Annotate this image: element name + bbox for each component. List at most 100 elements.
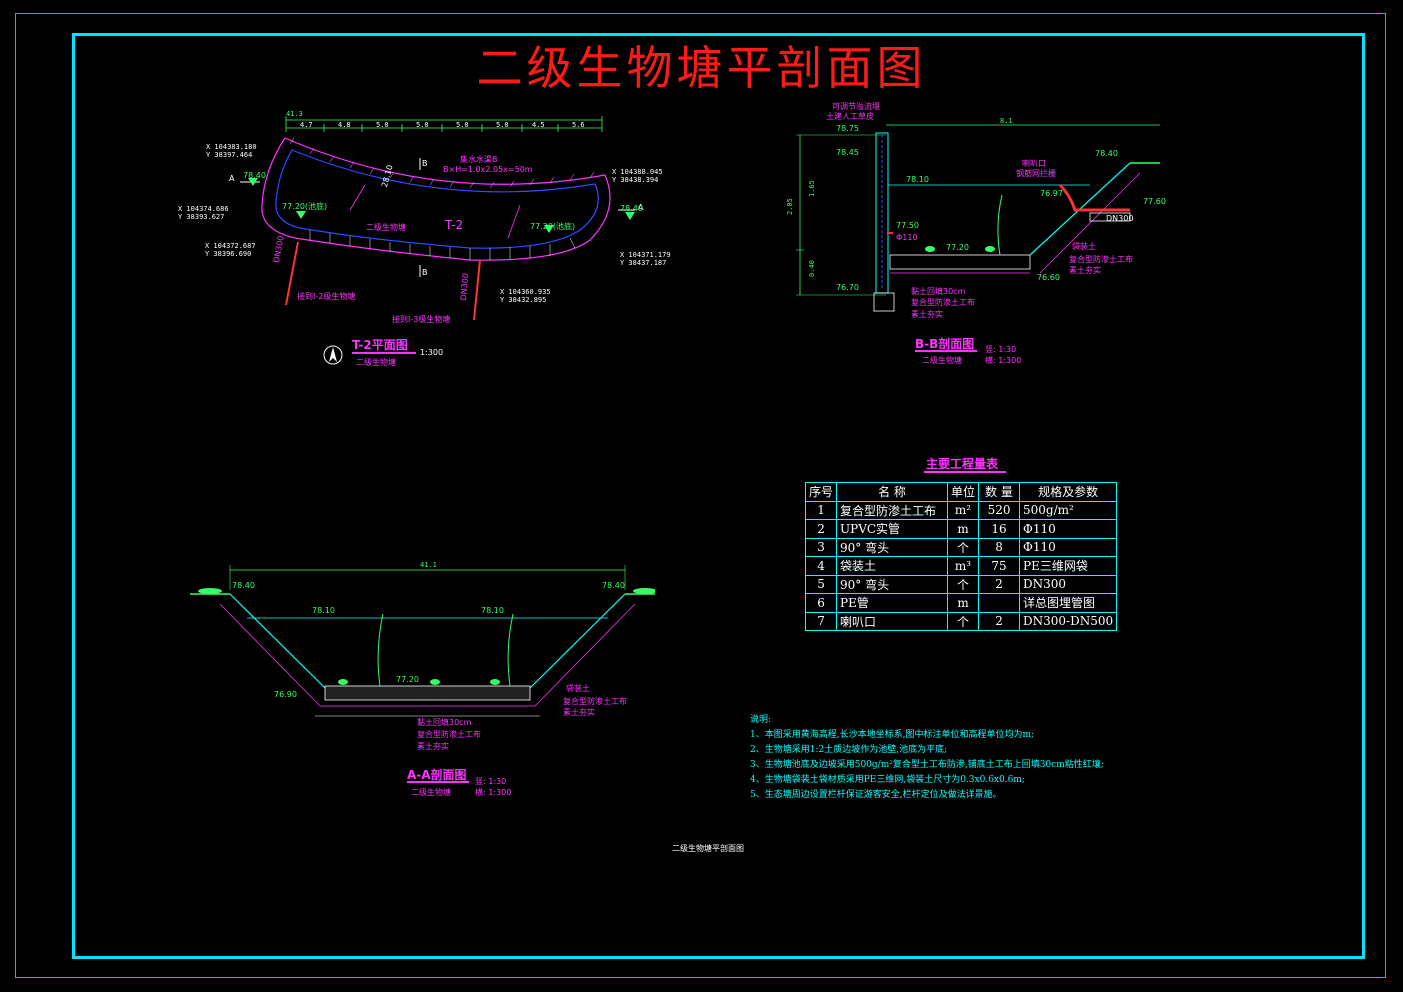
table-cell: m²	[947, 500, 980, 520]
table-cell: m	[947, 593, 980, 613]
plan-seg-dim-6: 5.0	[496, 121, 509, 129]
table-cell: 6	[804, 593, 838, 613]
table-row: 5 90° 弯头 个 2 DN300	[804, 574, 1118, 594]
footer-caption: 二级生物塘平剖面图	[672, 844, 744, 853]
bb-scale-2: 横: 1:300	[985, 356, 1022, 365]
aa-elev-right-top: 78.40	[602, 581, 625, 590]
table-cell: 袋装土	[836, 556, 949, 576]
plan-view-title: T-2平面图	[352, 338, 408, 352]
aa-layer-bottom-2: 复合型防渗土工布	[417, 730, 481, 739]
table-header-row: 序号 名 称 单位 数 量 规格及参数	[804, 482, 1118, 502]
aa-scale-2: 横: 1:300	[475, 788, 512, 797]
coord-6-y: Y 38432.895	[500, 296, 547, 304]
drawing-inner-frame	[72, 33, 1365, 959]
table-cell: 90° 弯头	[836, 574, 949, 594]
coord-1-x: X 104383.180	[206, 143, 257, 151]
plan-pipe-left-label: 接到Ⅰ-2级生物塘	[297, 292, 356, 301]
north-arrow-icon	[323, 345, 343, 365]
table-cell: 75	[978, 556, 1021, 576]
plan-weir-note-2: B×H=1.0x2.05x=50m	[443, 165, 533, 174]
coord-3-y: Y 38393.627	[178, 213, 225, 221]
plan-title-underline	[352, 352, 416, 354]
bb-elev-bottom: 77.20	[946, 243, 969, 252]
bb-top-label-2: 土建人工草皮	[826, 112, 874, 121]
plan-view-sub: 二级生物塘	[356, 358, 396, 367]
bb-dim-top: 8.1	[1000, 117, 1013, 125]
table-cell: 详总图埋管图	[1019, 593, 1118, 613]
coord-4-x: X 104372.687	[205, 242, 256, 250]
table-cell: Φ110	[1019, 519, 1118, 539]
table-cell: PE管	[836, 593, 949, 613]
bb-side-dim-upper: 1.65	[808, 180, 816, 197]
section-b-top: B	[422, 159, 428, 168]
notes-item: 2、生物塘采用1:2土质边坡作为池壁,池底为平底;	[750, 745, 948, 755]
bb-outlet-label-1: 喇叭口	[1022, 159, 1046, 168]
table-cell: 5	[804, 574, 838, 594]
coord-5-y: Y 38437.187	[620, 259, 667, 267]
bb-elev-top-left: 78.75	[836, 124, 859, 133]
bb-layer-bottom-1: 黏土回填30cm	[911, 287, 966, 296]
coord-5-x: X 104371.179	[620, 251, 671, 259]
aa-overall-dim: 41.1	[420, 561, 437, 569]
coord-3-x: X 104374.686	[178, 205, 229, 213]
table-row: 6 PE管 m 详总图埋管图	[804, 593, 1118, 613]
table-cell: Φ110	[1019, 537, 1118, 557]
plan-view-drawing	[240, 116, 635, 321]
plan-seg-dim-4: 5.0	[416, 121, 429, 129]
table-cell: UPVC实管	[836, 519, 949, 539]
plan-pool-bottom-2: 77.20(池底)	[530, 222, 576, 231]
bb-elev-pipe: 77.50	[896, 221, 919, 230]
coord-2-y: Y 38438.394	[612, 176, 659, 184]
coord-2-x: X 104388.045	[612, 168, 663, 176]
aa-layer-slope-2: 复合型防渗土工布	[563, 697, 627, 706]
plan-seg-dim-2: 4.8	[338, 121, 351, 129]
bb-layer-1: 袋装土	[1072, 242, 1096, 251]
bb-side-dim-total: 2.05	[786, 198, 794, 215]
bb-elev-wall: 78.45	[836, 148, 859, 157]
table-row: 3 90° 弯头 个 8 Φ110	[804, 537, 1118, 557]
table-row: 1 复合型防渗土工布 m² 520 500g/m²	[804, 500, 1118, 520]
bb-scale-1: 竖: 1:30	[985, 345, 1017, 354]
aa-scale-1: 竖: 1:30	[475, 777, 507, 786]
table-cell: 8	[978, 537, 1021, 557]
bb-layer-2: 复合型防渗土工布	[1069, 255, 1133, 264]
plan-weir-note-1: 集水水渠B	[460, 155, 498, 164]
bb-pipe-dia: Φ110	[896, 233, 918, 242]
plan-overall-dim: 41.3	[286, 110, 303, 118]
notes-item: 3、生物塘池底及边坡采用500g/m²复合型土工布防渗,铺底土工布上回填30cm…	[750, 760, 1104, 770]
plan-pond-id: T-2	[445, 218, 464, 232]
bb-elev-toe: 76.60	[1037, 273, 1060, 282]
page-title: 二级生物塘平剖面图	[476, 41, 927, 95]
table-cell: 个	[947, 537, 980, 557]
notes-block: 说明: 1、本图采用黄海高程,长沙本地坐标系,图中标注单位和高程单位均为m; 2…	[750, 713, 1104, 803]
aa-view-title: A-A剖面图	[407, 768, 467, 782]
table-cell: 90° 弯头	[836, 537, 949, 557]
section-a-right: A	[638, 203, 644, 212]
bb-elev-right-top: 78.40	[1095, 149, 1118, 158]
table-cell: 1	[804, 500, 838, 520]
plan-pond-name: 二级生物塘	[366, 223, 406, 232]
table-cell: 520	[978, 500, 1021, 520]
quantity-table: 序号 名 称 单位 数 量 规格及参数 1 复合型防渗土工布 m² 520 50…	[804, 482, 1118, 631]
bb-title-underline	[915, 350, 977, 352]
plan-pipe-right-label: 接到Ⅰ-3级生物塘	[392, 315, 451, 324]
plan-seg-dim-1: 4.7	[300, 121, 313, 129]
bb-layer-3: 素土夯实	[1069, 266, 1101, 275]
plan-view-scale: 1:300	[420, 348, 444, 357]
bb-top-label-1: 可调节溢流堰	[832, 102, 880, 111]
coord-4-y: Y 38396.690	[205, 250, 252, 258]
drawing-outer-frame	[15, 13, 1386, 978]
aa-layer-slope-1: 袋装土	[566, 684, 590, 693]
table-row: 2 UPVC实管 m 16 Φ110	[804, 519, 1118, 539]
plan-seg-dim-3: 5.0	[376, 121, 389, 129]
table-header: 名 称	[836, 482, 949, 502]
plan-seg-dim-7: 4.5	[532, 121, 545, 129]
plan-elev-right: 78.40	[620, 204, 643, 213]
aa-layer-bottom-1: 黏土回填30cm	[417, 718, 472, 727]
table-header: 规格及参数	[1019, 482, 1118, 502]
bb-section-drawing	[796, 124, 1160, 312]
bb-view-title: B-B剖面图	[915, 337, 975, 351]
table-cell: 2	[978, 574, 1021, 594]
table-cell: 4	[804, 556, 838, 576]
table-title-underline	[924, 471, 1006, 473]
